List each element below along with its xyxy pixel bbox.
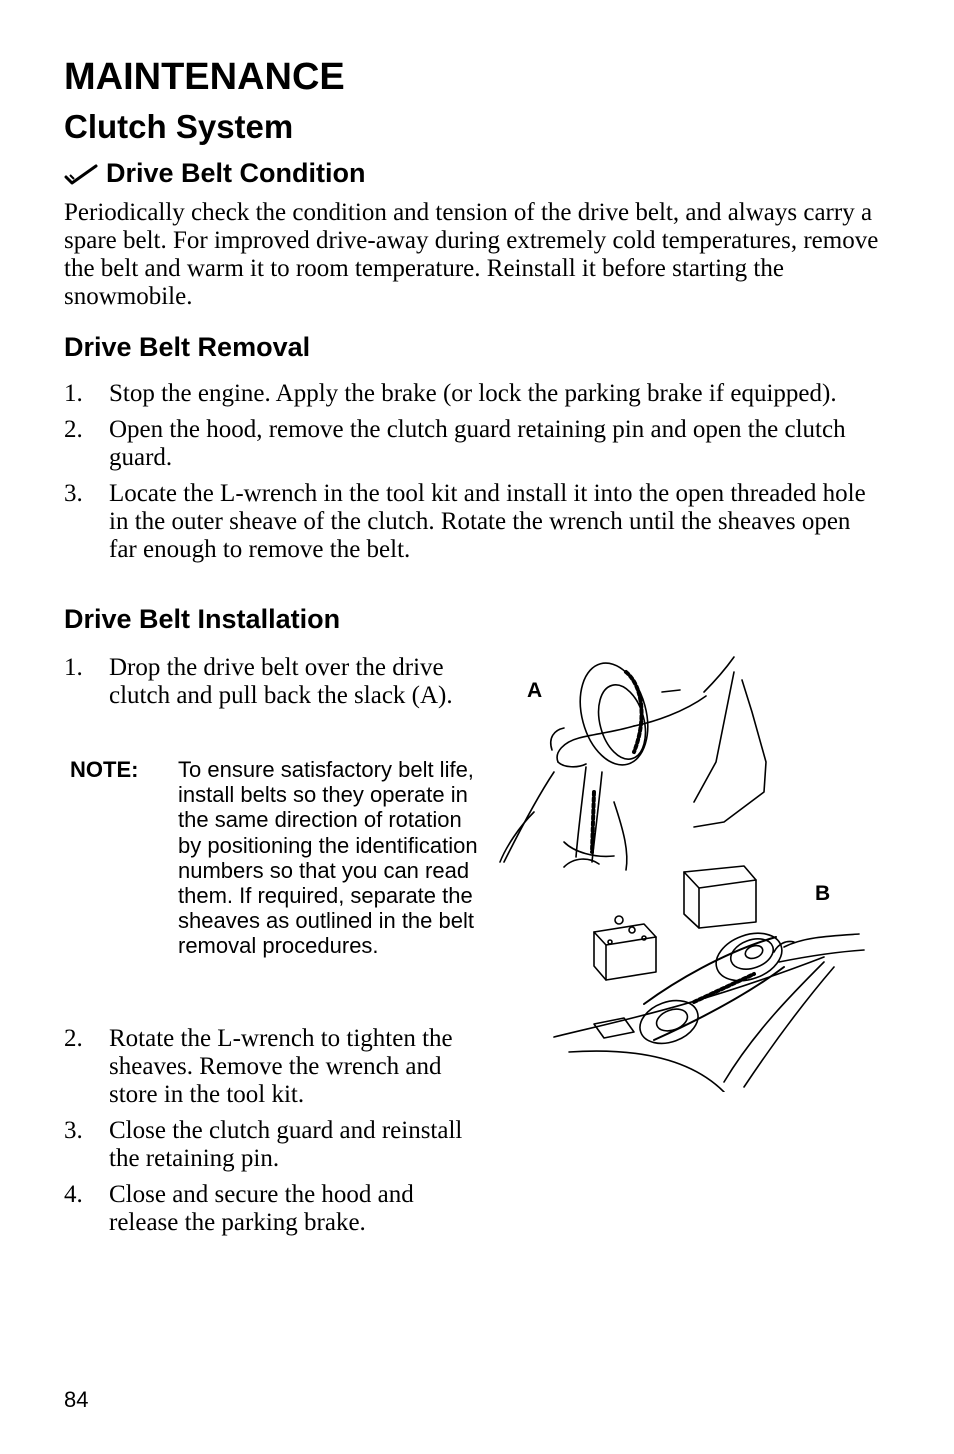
step-text: Close and secure the hood and release th… [109, 1181, 414, 1236]
belt-installation-illustration [499, 656, 865, 1092]
lower-drawing-clutch-sheaves [553, 865, 865, 1092]
step-number: 3. [64, 1117, 83, 1144]
figure-label-a: A [527, 679, 543, 702]
list-item: 4. Close and secure the hood and release… [64, 1181, 484, 1237]
list-item: 3. Close the clutch guard and reinstall … [64, 1117, 484, 1173]
step-text: Stop the engine. Apply the brake (or loc… [109, 380, 837, 407]
list-item: 2. Open the hood, remove the clutch guar… [64, 416, 874, 472]
step-number: 1. [64, 380, 83, 407]
list-item: 2. Rotate the L-wrench to tighten the sh… [64, 1025, 484, 1109]
figure-label-b: B [815, 882, 831, 905]
step-number: 4. [64, 1181, 83, 1208]
installation-steps-rest: 2. Rotate the L-wrench to tighten the sh… [64, 1025, 484, 1245]
upper-drawing-arm-belt [499, 656, 767, 871]
condition-heading: Drive Belt Condition [64, 158, 366, 189]
page-title: MAINTENANCE [64, 56, 345, 98]
condition-body: Periodically check the condition and ten… [64, 199, 879, 310]
step-text: Locate the L-wrench in the tool kit and … [109, 480, 866, 563]
removal-heading: Drive Belt Removal [64, 332, 311, 362]
step-text: Open the hood, remove the clutch guard r… [109, 416, 846, 471]
page-number: 84 [64, 1387, 89, 1412]
list-item: 3. Locate the L-wrench in the tool kit a… [64, 480, 874, 564]
checkmark-icon [64, 164, 98, 184]
list-item: 1. Stop the engine. Apply the brake (or … [64, 380, 874, 408]
step-number: 2. [64, 1025, 83, 1052]
condition-heading-text: Drive Belt Condition [106, 158, 366, 188]
section-title: Clutch System [64, 108, 294, 145]
step-number: 3. [64, 480, 83, 507]
step-text: Rotate the L-wrench to tighten the sheav… [109, 1025, 453, 1108]
installation-heading: Drive Belt Installation [64, 604, 341, 634]
note-label: NOTE: [70, 757, 139, 782]
list-item: 1. Drop the drive belt over the drive cl… [64, 654, 464, 710]
step-number: 2. [64, 416, 83, 443]
note-block: NOTE: To ensure satisfactory belt life, … [70, 757, 490, 959]
note-text: To ensure satisfactory belt life, instal… [178, 757, 478, 959]
step-text: Close the clutch guard and reinstall the… [109, 1117, 463, 1172]
installation-steps-first: 1. Drop the drive belt over the drive cl… [64, 654, 464, 710]
step-text: Drop the drive belt over the drive clutc… [109, 654, 453, 709]
step-number: 1. [64, 654, 83, 681]
removal-steps: 1. Stop the engine. Apply the brake (or … [64, 380, 874, 572]
